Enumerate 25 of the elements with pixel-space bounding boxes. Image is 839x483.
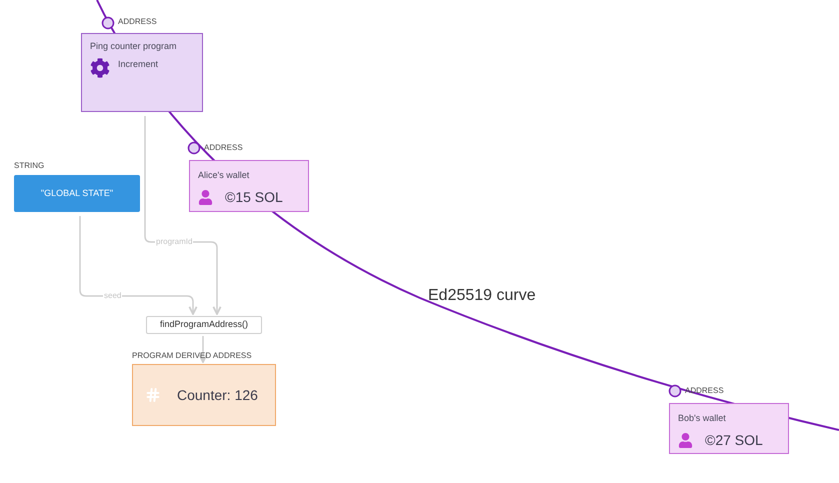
balance-text: ©27 SOL: [705, 430, 763, 450]
node-text: findProgramAddress(): [160, 318, 248, 332]
type-label: STRING: [14, 160, 44, 172]
node-title: Ping counter program: [90, 40, 178, 53]
curve-label: Ed25519 curve: [428, 286, 536, 306]
address-label: ADDRESS: [685, 385, 724, 397]
node-text: Increment: [118, 58, 158, 70]
wallet-box: [669, 403, 789, 454]
edge-label: programId: [155, 237, 194, 247]
node-title: Bob's wallet: [678, 412, 727, 425]
function-box: [146, 316, 262, 334]
type-label: PROGRAM DERIVED ADDRESS: [132, 350, 252, 362]
account-box: [132, 364, 276, 426]
node-title: Alice's wallet: [198, 169, 250, 182]
arrow: [198, 336, 208, 363]
arrow: [79, 216, 198, 315]
edge-label: seed: [103, 291, 122, 301]
node-text: "GLOBAL STATE": [40, 186, 114, 200]
address-label: ADDRESS: [204, 142, 243, 154]
string-box: [14, 175, 140, 212]
wallet-box: [189, 160, 309, 212]
program-box: [81, 33, 203, 112]
balance-text: ©15 SOL: [225, 188, 283, 206]
address-label: ADDRESS: [118, 16, 157, 28]
node-text: Counter: 126: [177, 386, 258, 404]
